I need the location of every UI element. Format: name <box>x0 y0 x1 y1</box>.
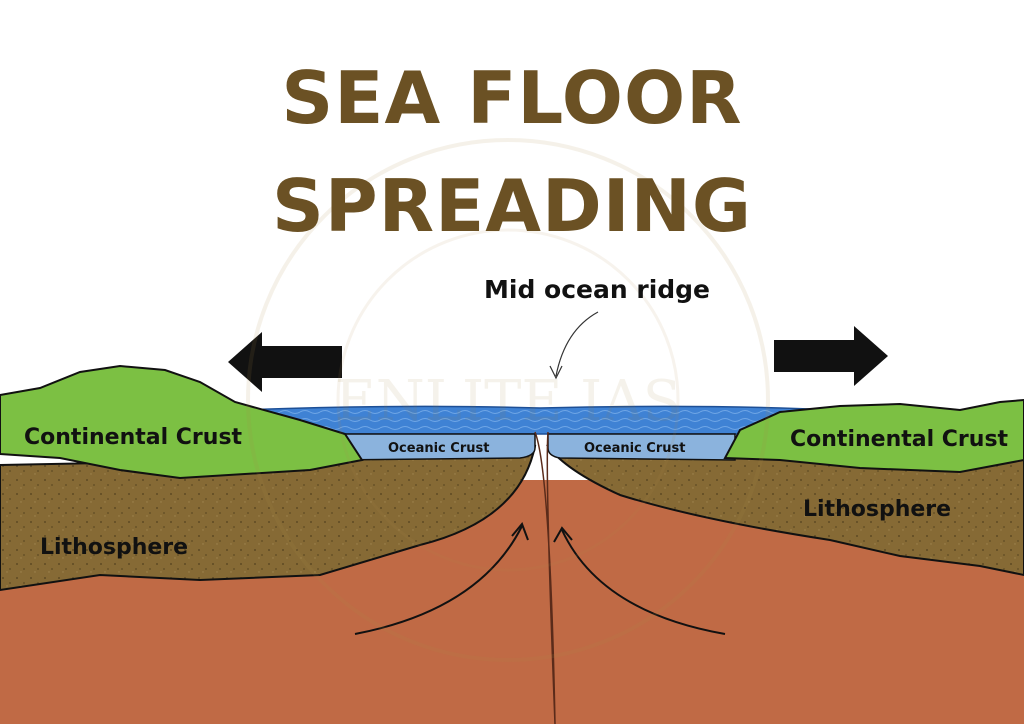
arrow-left-icon <box>228 332 342 392</box>
convection-arrow-icon <box>354 525 523 635</box>
continental-crust-right <box>723 398 1024 474</box>
convection-arrow-icon <box>561 529 726 635</box>
oceanic-crust-left-label: Oceanic Crust <box>388 441 490 456</box>
mid-ocean-ridge-label: Mid ocean ridge <box>484 275 711 304</box>
watermark-seal: ENLITE IAS <box>246 138 770 662</box>
oceanic-crust-right-label: Oceanic Crust <box>584 441 686 456</box>
lithosphere-right-label: Lithosphere <box>803 497 952 522</box>
lithosphere-left <box>0 444 537 592</box>
title-line-1: SEA FLOOR <box>281 56 743 140</box>
lithosphere-right <box>545 444 1024 577</box>
arrow-right-icon <box>774 326 888 386</box>
continental-crust-left <box>0 364 364 480</box>
title-line-2: SPREADING <box>272 164 752 248</box>
continental-crust-left-label: Continental Crust <box>24 425 243 450</box>
ridge-pointer <box>555 311 599 377</box>
continental-crust-right-label: Continental Crust <box>790 427 1009 452</box>
lithosphere-left-label: Lithosphere <box>40 535 189 560</box>
ocean-water <box>239 405 836 435</box>
svg-text:ENLITE IAS: ENLITE IAS <box>335 369 681 434</box>
ridge-rift <box>534 431 556 724</box>
